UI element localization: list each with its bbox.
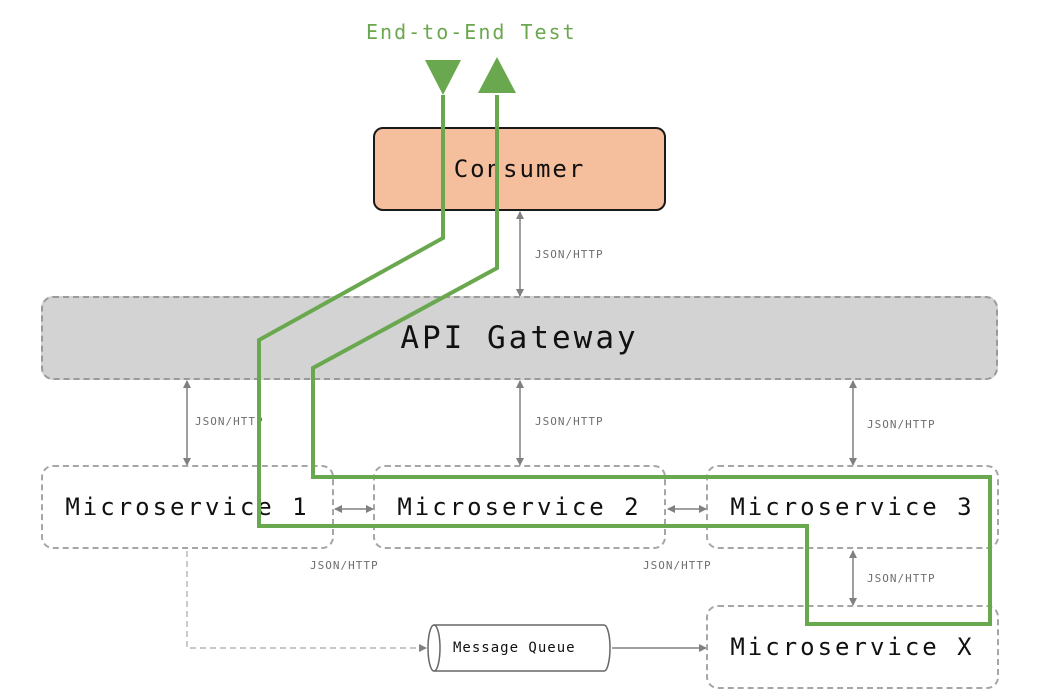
end-to-end-test-title: End-to-End Test	[366, 20, 577, 44]
message-queue-label: Message Queue	[453, 640, 576, 656]
ms3-msx-label: JSON/HTTP	[867, 572, 936, 585]
consumer-node: Consumer	[373, 127, 666, 211]
consumer-label: Consumer	[453, 155, 586, 183]
microservice-1-node: Microservice 1	[41, 465, 334, 549]
ms1-ms2-label: JSON/HTTP	[310, 559, 379, 572]
ms1-queue-dashed-connector	[186, 551, 427, 652]
gateway-ms3-label: JSON/HTTP	[867, 418, 936, 431]
api-gateway-node: API Gateway	[41, 296, 998, 380]
api-gateway-label: API Gateway	[400, 320, 639, 356]
gateway-ms2-label: JSON/HTTP	[535, 415, 604, 428]
message-queue-cylinder	[427, 624, 611, 672]
gateway-ms1-label: JSON/HTTP	[195, 415, 264, 428]
microservice-2-node: Microservice 2	[373, 465, 666, 549]
microservice-x-label: Microservice X	[730, 633, 975, 661]
microservice-3-node: Microservice 3	[706, 465, 999, 549]
microservice-2-label: Microservice 2	[397, 493, 642, 521]
microservice-1-label: Microservice 1	[65, 493, 310, 521]
ms2-ms3-label: JSON/HTTP	[643, 559, 712, 572]
microservice-x-node: Microservice X	[706, 605, 999, 689]
microservice-3-label: Microservice 3	[730, 493, 975, 521]
consumer-gateway-label: JSON/HTTP	[535, 248, 604, 261]
